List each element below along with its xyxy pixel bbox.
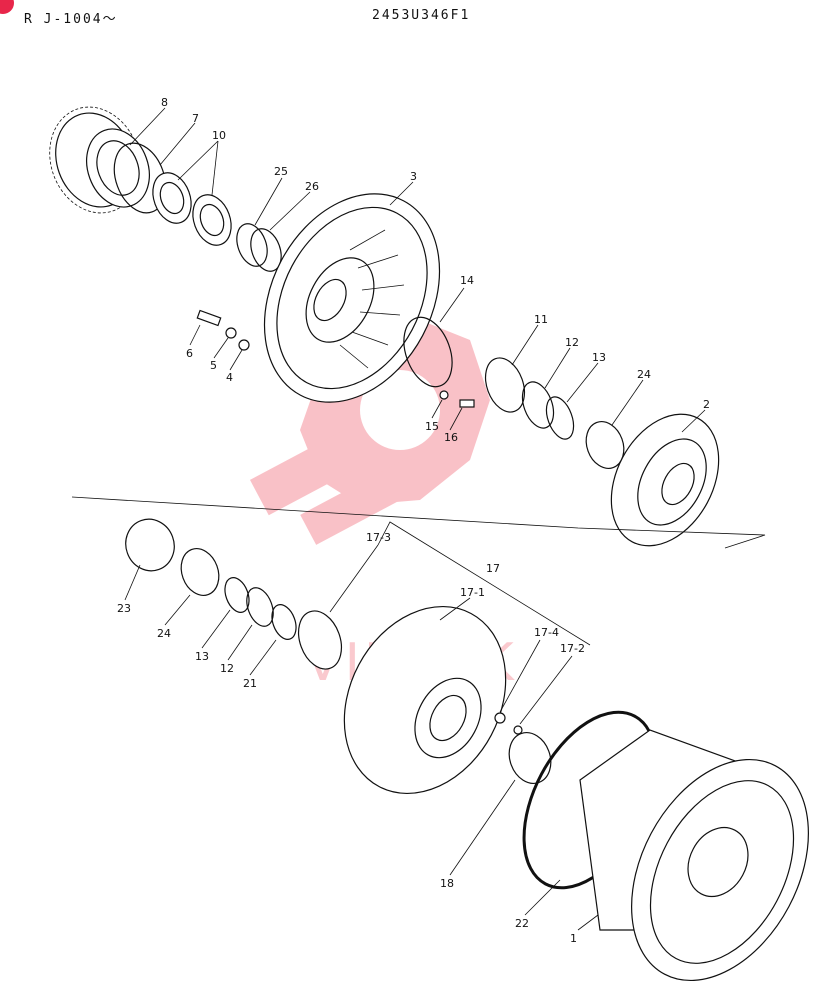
callout-16: 16: [444, 431, 458, 444]
callout-22: 22: [515, 917, 529, 930]
callout-14: 14: [460, 274, 474, 287]
part-25-ring: [236, 223, 268, 267]
callout-11: 11: [534, 313, 548, 326]
part-15-nut: [439, 390, 449, 400]
callout-18: 18: [440, 877, 454, 890]
callout-5: 5: [210, 359, 217, 372]
part-12-needle-bearing: [521, 381, 555, 429]
part-13-washer: [545, 396, 575, 440]
model-code: R J-1004～: [24, 12, 118, 27]
callout-23: 23: [117, 602, 131, 615]
callout-10: 10: [212, 129, 226, 142]
part-2-turbine: [610, 413, 720, 547]
part-3-impeller: [263, 193, 441, 403]
callout-24: 24: [637, 368, 651, 381]
assembly-axis: [71, 496, 766, 549]
part-17-3-hub: [297, 610, 343, 670]
callout-12: 12: [565, 336, 579, 349]
part-26-ring: [250, 228, 282, 272]
part-12-needle-bearing-2: [246, 587, 274, 627]
callout-8: 8: [161, 96, 168, 109]
part-23-hub: [125, 518, 175, 572]
callout-3: 3: [410, 170, 417, 183]
callout-12-b: 12: [220, 662, 234, 675]
callout-4: 4: [226, 371, 233, 384]
callout-24-b: 24: [157, 627, 171, 640]
part-1-housing: [579, 729, 809, 982]
callout-17: 17: [486, 562, 500, 575]
part-21-washer: [271, 604, 297, 640]
callout-2: 2: [703, 398, 710, 411]
callout-1: 1: [570, 932, 577, 945]
part-17-4-nut: [494, 712, 506, 724]
part-16-bolt: [459, 399, 475, 408]
callout-26: 26: [305, 180, 319, 193]
callout-17-2: 17-2: [560, 642, 585, 655]
corner-badge: [0, 0, 14, 14]
callout-25: 25: [274, 165, 288, 178]
part-13-washer-2: [224, 577, 250, 613]
parts-6-5-4-fasteners: [196, 309, 250, 351]
callout-7: 7: [192, 112, 199, 125]
callout-15: 15: [425, 420, 439, 433]
callout-17-4: 17-4: [534, 626, 559, 639]
part-11-cup: [484, 357, 526, 413]
part-14-gasket: [403, 316, 453, 388]
part-24-hub-2: [180, 548, 220, 596]
callout-21: 21: [243, 677, 257, 690]
part-10-bearings: [152, 172, 232, 246]
callout-6: 6: [186, 347, 193, 360]
callout-17-1: 17-1: [460, 586, 485, 599]
callout-17-3: 17-3: [366, 531, 391, 544]
part-24-hub: [585, 421, 625, 469]
leader-lines: [124, 107, 706, 931]
part-17-2-pin: [513, 725, 523, 735]
part-7-ring: [113, 142, 167, 214]
part-17-1-stator: [343, 605, 507, 795]
callout-13: 13: [592, 351, 606, 364]
part-8-gear: [49, 106, 150, 214]
callout-13-b: 13: [195, 650, 209, 663]
drawing-number: 2453U346F1: [372, 8, 471, 23]
